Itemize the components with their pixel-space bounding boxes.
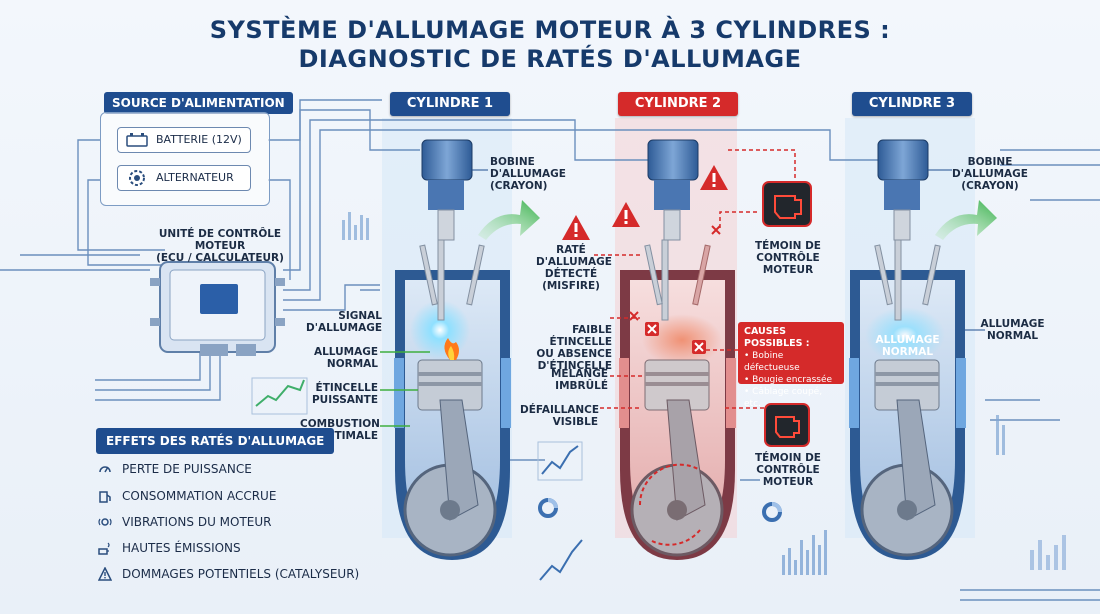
engine-warning-lamp-icon — [764, 403, 810, 447]
cylinder-1-flame-icon — [444, 338, 459, 360]
decor-pie-2 — [762, 502, 782, 522]
page-title: SYSTÈME D'ALLUMAGE MOTEUR À 3 CYLINDRES … — [209, 16, 891, 44]
warning-triangle-icon — [562, 215, 590, 240]
alternator-label: ALTERNATEUR — [156, 171, 234, 184]
power-source-panel: BATTERIE (12V) ALTERNATEUR — [100, 112, 270, 206]
effects-heading: EFFETS DES RATÉS D'ALLUMAGE — [96, 428, 335, 454]
effect-item: CONSOMMATION ACCRUE — [122, 489, 277, 503]
decor-bars-3 — [996, 415, 1005, 455]
ecu-label: UNITÉ DE CONTRÔLE MOTEUR (ECU / CALCULAT… — [156, 228, 284, 264]
cylinder-2-fault-markers — [629, 225, 721, 354]
effect-item: HAUTES ÉMISSIONS — [122, 541, 241, 555]
cylinder-2-coil — [647, 139, 699, 241]
warning-triangle-icon — [700, 165, 728, 190]
cylinder-1-output-arrow — [478, 200, 540, 240]
cylinder-2-engine — [619, 239, 736, 560]
cylinder-1-coil — [421, 139, 473, 241]
fuel-icon — [99, 491, 111, 503]
cylinder-3-output-arrow — [935, 200, 997, 240]
warning-icon — [98, 567, 112, 581]
power-source-heading: SOURCE D'ALIMENTATION — [104, 92, 293, 114]
cylinder-3-header: CYLINDRE 3 — [852, 92, 972, 116]
battery-icon — [126, 133, 148, 147]
wiring — [0, 99, 1100, 601]
page-subtitle: DIAGNOSTIC DE RATÉS D'ALLUMAGE — [298, 45, 802, 73]
coil-pointer-lines — [472, 169, 985, 331]
alternator-icon — [129, 170, 145, 186]
cylinder-1-engine — [394, 239, 511, 560]
gauge-icon — [99, 466, 111, 473]
emissions-icon — [98, 542, 110, 555]
effect-item: DOMMAGES POTENTIELS (CATALYSEUR) — [122, 567, 360, 581]
cylinder-1-pointer-lines — [380, 351, 430, 427]
cylinder-1-header: CYLINDRE 1 — [390, 92, 510, 116]
fault-signal-lines — [594, 149, 796, 409]
warning-triangle-icon — [612, 202, 640, 227]
decor-bars-2 — [782, 530, 827, 575]
alternator-item: ALTERNATEUR — [117, 165, 251, 191]
decor-line-chart-3 — [539, 539, 583, 581]
possible-causes-box: CAUSES POSSIBLES : • Bobine défectueuse … — [738, 322, 844, 409]
vibration-icon — [98, 518, 112, 526]
decor-line-chart-2 — [537, 441, 583, 481]
cylinder-3-coil — [877, 139, 929, 241]
decor-bars-1 — [342, 212, 369, 240]
effect-item: PERTE DE PUISSANCE — [122, 462, 252, 476]
cylinder-3-engine — [849, 239, 966, 560]
decor-pie-1 — [538, 498, 558, 518]
battery-label: BATTERIE (12V) — [156, 133, 242, 146]
cylinder-2-header: CYLINDRE 2 — [618, 92, 738, 116]
ecu-unit — [150, 261, 285, 356]
decor-line-chart-1 — [251, 377, 308, 415]
engine-warning-lamp-icon — [762, 181, 812, 227]
decor-bars-4 — [1030, 535, 1066, 570]
effect-item: VIBRATIONS DU MOTEUR — [122, 515, 272, 529]
battery-item: BATTERIE (12V) — [117, 127, 251, 153]
